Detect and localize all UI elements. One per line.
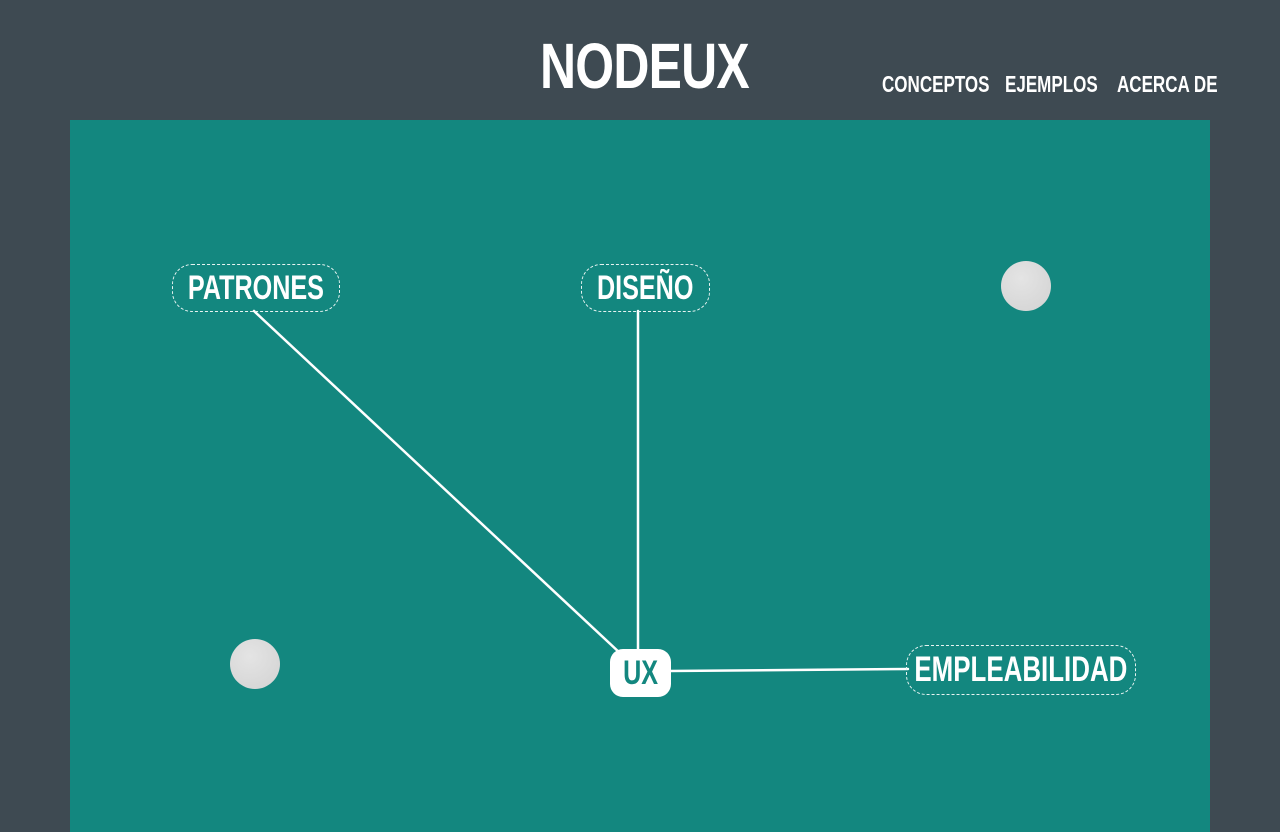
site-header: NODEUX CONCEPTOS EJEMPLOS ACERCA DE bbox=[0, 0, 1280, 120]
node-patrones[interactable]: PATRONES bbox=[172, 264, 340, 312]
node-dot-top-right[interactable] bbox=[1001, 261, 1051, 311]
node-empleabilidad[interactable]: EMPLEABILIDAD bbox=[906, 645, 1136, 695]
edge-ux-patrones bbox=[252, 309, 623, 656]
node-ux-label: UX bbox=[623, 653, 658, 692]
nav-acerca-de[interactable]: ACERCA DE bbox=[1117, 71, 1218, 97]
node-empleabilidad-label: EMPLEABILIDAD bbox=[914, 650, 1128, 689]
edge-ux-empleabilidad bbox=[667, 667, 910, 673]
graph-canvas[interactable]: PATRONES DISEÑO EMPLEABILIDAD UX bbox=[70, 120, 1210, 832]
node-diseno[interactable]: DISEÑO bbox=[581, 264, 710, 312]
node-ux-center[interactable]: UX bbox=[610, 649, 671, 697]
node-patrones-label: PATRONES bbox=[187, 268, 325, 307]
graph-edges bbox=[252, 309, 910, 673]
node-diseno-label: DISEÑO bbox=[597, 268, 694, 307]
site-logo[interactable]: NODEUX bbox=[540, 30, 750, 102]
node-dot-bottom-left[interactable] bbox=[230, 639, 280, 689]
nav-ejemplos[interactable]: EJEMPLOS bbox=[1005, 71, 1098, 97]
nav-conceptos[interactable]: CONCEPTOS bbox=[882, 71, 990, 97]
